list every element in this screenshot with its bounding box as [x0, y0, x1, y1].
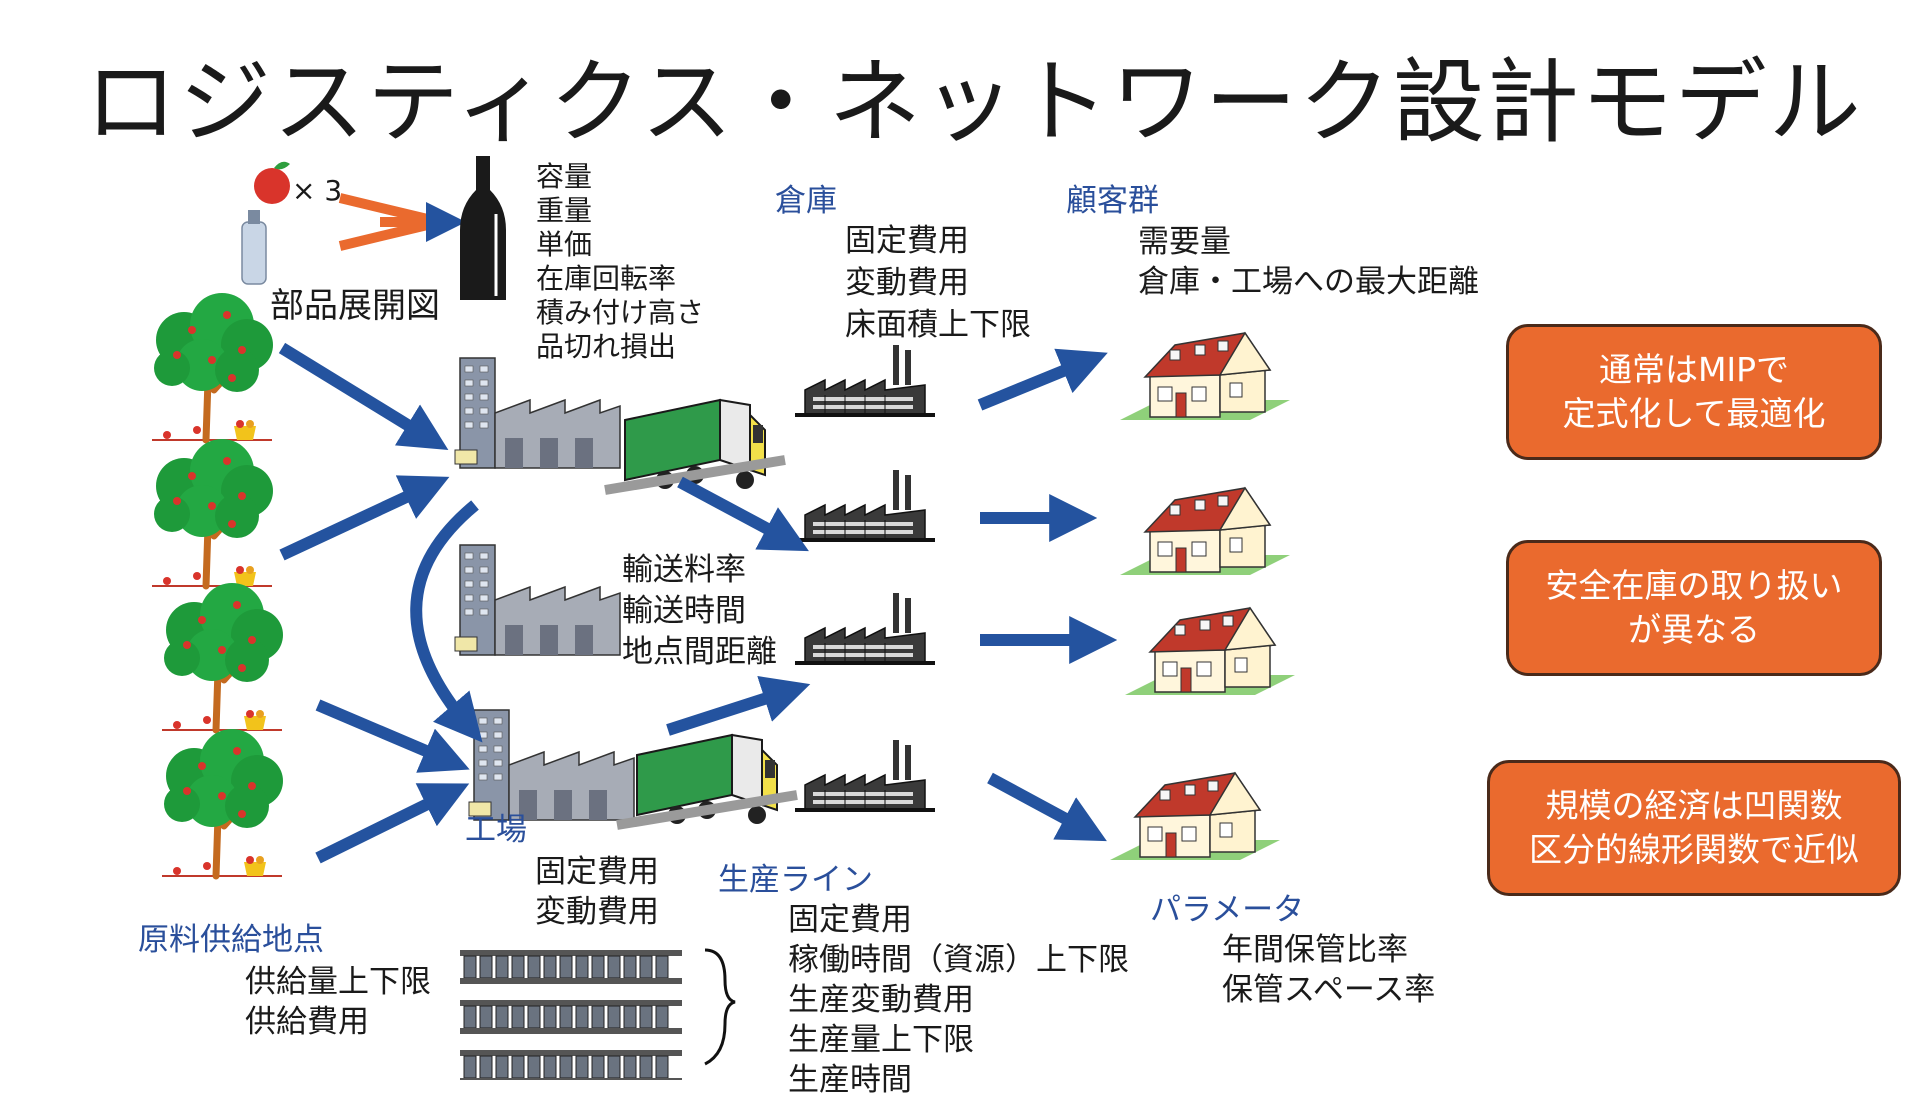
arrow-warehouse-to-customer: [987, 772, 1107, 842]
warehouse-attribute: 変動費用: [845, 265, 969, 301]
production-line-title: 生産ライン: [718, 862, 873, 898]
truck-icon: [605, 400, 785, 490]
bom-attribute: 在庫回転率: [536, 262, 677, 295]
house-icon: [1119, 487, 1291, 576]
customers-title: 顧客群: [1066, 183, 1159, 219]
production-line-icon: [459, 1049, 683, 1080]
arrow-factory-to-warehouse: [666, 676, 811, 736]
bom-attribute: 容量: [536, 160, 593, 193]
factory-icon: [454, 357, 621, 469]
arrow-warehouse-to-customer: [977, 348, 1108, 411]
note-economies-of-scale: 規模の経済は凹関数 区分的線形関数で近似: [1487, 760, 1901, 896]
production-line-icon: [459, 949, 683, 985]
factory-icon: [454, 544, 621, 656]
page-title: ロジスティクス・ネットワーク設計モデル: [85, 49, 1863, 156]
parameters-title: パラメータ: [1150, 892, 1305, 928]
transport-attribute: 輸送料率: [622, 552, 746, 588]
note-safety-stock: 安全在庫の取り扱い が異なる: [1506, 540, 1882, 676]
bom-attribute: 単価: [536, 228, 593, 261]
production-line-attribute: 稼働時間（資源）上下限: [788, 942, 1129, 978]
factory-title: 工場: [465, 812, 527, 848]
arrow-supply-to-factory: [315, 699, 470, 773]
bom-multiplier: × 3: [292, 174, 343, 207]
warehouse-icon: [794, 469, 936, 543]
factory-icon: [468, 709, 635, 821]
warehouse-icon: [794, 739, 936, 813]
note-line: 定式化して最適化: [1562, 394, 1826, 433]
warehouse-icon: [794, 344, 936, 418]
note-line: 安全在庫の取り扱い: [1545, 566, 1843, 605]
note-line: 区分的線形関数で近似: [1529, 830, 1859, 869]
warehouse-attribute: 固定費用: [845, 223, 969, 259]
flow-arrows: [278, 342, 1118, 864]
brace-icon: [704, 948, 736, 1066]
house-icon: [1109, 772, 1281, 861]
production-line-attribute: 固定費用: [788, 902, 912, 938]
transport-attribute: 地点間距離: [622, 634, 777, 670]
arrow-supply-to-factory: [278, 342, 449, 451]
arrow-supply-to-factory: [279, 475, 450, 561]
note-line: が異なる: [1628, 610, 1760, 649]
bom-attribute: 積み付け高さ: [536, 296, 705, 329]
house-icon: [1119, 332, 1291, 421]
merge-arrow-icon: [338, 193, 466, 251]
factory-attribute: 固定費用: [535, 854, 659, 890]
house-icon: [1124, 607, 1296, 696]
apple-tree-icon: [162, 583, 283, 730]
supply-attribute-list: 供給量上下限 供給費用: [245, 962, 431, 1042]
note-line: 通常はMIPで: [1598, 350, 1790, 389]
parameters-attribute: 年間保管比率: [1222, 932, 1408, 968]
supply-attribute: 供給量上下限: [245, 964, 431, 1000]
truck-icon: [617, 735, 797, 825]
bom-label: 部品展開図: [270, 286, 440, 326]
customers-attribute: 倉庫・工場への最大距離: [1138, 264, 1479, 300]
transport-attribute-list: 輸送料率 輸送時間 地点間距離: [622, 550, 777, 673]
factory-attribute: 変動費用: [535, 894, 659, 930]
production-line-attribute: 生産量上下限: [788, 1022, 974, 1058]
bom-attribute: 品切れ損出: [536, 330, 677, 363]
factory-attribute-list: 固定費用 変動費用: [535, 852, 659, 932]
apple-icon: [254, 161, 290, 204]
note-mip-formulation: 通常はMIPで 定式化して最適化: [1506, 324, 1882, 460]
arrow-factory-to-warehouse: [677, 476, 809, 552]
bottle-icon: [460, 156, 506, 300]
gas-cylinder-icon: [241, 210, 267, 285]
parameters-attribute: 保管スペース率: [1222, 972, 1436, 1008]
warehouse-attribute: 床面積上下限: [845, 307, 1031, 343]
arrow-supply-to-factory: [315, 783, 470, 864]
bom-attribute: 重量: [536, 194, 593, 227]
customers-attribute-list: 需要量 倉庫・工場への最大距離: [1138, 222, 1479, 302]
arrow-factory-to-factory: [410, 500, 483, 743]
production-line-attribute-list: 固定費用 稼働時間（資源）上下限 生産変動費用 生産量上下限 生産時間: [788, 900, 1129, 1100]
apple-tree-icon: [162, 729, 283, 876]
supply-title: 原料供給地点: [138, 922, 324, 958]
transport-attribute: 輸送時間: [622, 593, 746, 629]
apple-tree-icon: [152, 439, 273, 586]
warehouse-icon: [794, 592, 936, 666]
customers-attribute: 需要量: [1138, 224, 1231, 260]
parameters-attribute-list: 年間保管比率 保管スペース率: [1222, 930, 1435, 1010]
warehouse-title: 倉庫: [775, 183, 837, 219]
production-line-attribute: 生産時間: [788, 1062, 912, 1098]
bom-attribute-list: 容量 重量 単価 在庫回転率 積み付け高さ 品切れ損出: [536, 160, 704, 364]
apple-tree-icon: [152, 293, 273, 440]
warehouse-attribute-list: 固定費用 変動費用 床面積上下限: [845, 220, 1031, 346]
note-line: 規模の経済は凹関数: [1545, 786, 1843, 825]
supply-attribute: 供給費用: [245, 1004, 369, 1040]
production-line-icon: [459, 999, 683, 1035]
production-line-attribute: 生産変動費用: [788, 982, 974, 1018]
